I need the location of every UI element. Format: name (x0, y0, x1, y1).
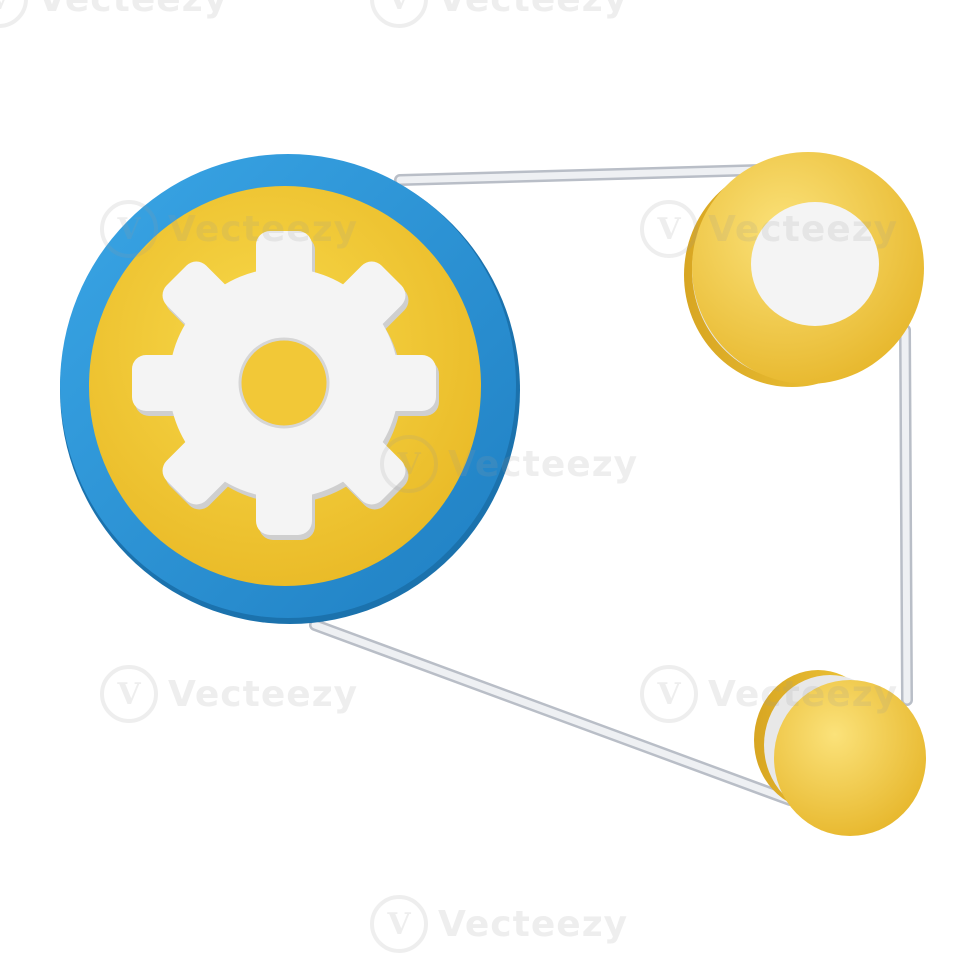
drive-belt (309, 164, 913, 806)
gear-hole (240, 339, 328, 427)
pulley-center-cap (751, 202, 879, 326)
bottom-pulley (754, 670, 926, 836)
top-pulley (684, 152, 924, 387)
gear-icon (132, 231, 439, 540)
